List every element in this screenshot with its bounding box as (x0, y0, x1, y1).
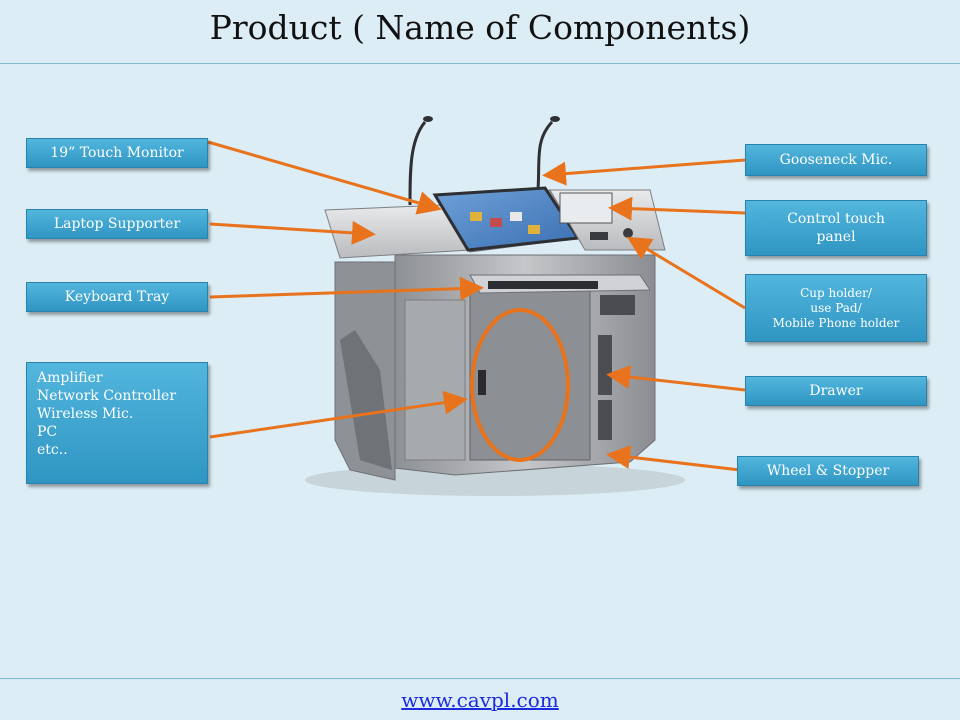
amp-line-2: Network Controller (37, 388, 177, 404)
label-cup-holder: Cup holder/ use Pad/ Mobile Phone holder (745, 274, 927, 342)
arrow-drawer (606, 365, 746, 392)
arrow-cup-holder (626, 236, 746, 310)
control-line-2: panel (816, 229, 856, 245)
cup-line-1: Cup holder/ (800, 285, 872, 300)
label-gooseneck-mic: Gooseneck Mic. (745, 144, 927, 176)
door-lock (478, 370, 486, 395)
mic-head-left (423, 116, 433, 122)
label-control-touch-panel: Control touch panel (745, 200, 927, 256)
label-drawer: Drawer (745, 376, 927, 406)
label-touch-monitor: 19” Touch Monitor (26, 138, 208, 168)
podium-side-panel (404, 299, 466, 461)
page-title: Product ( Name of Components) (209, 8, 751, 47)
screen-icons (470, 212, 540, 234)
podium-left-panel (340, 330, 392, 470)
gooseneck-mic-right (536, 120, 554, 191)
callout-arrows (207, 140, 746, 472)
vent-grill (598, 335, 612, 440)
gooseneck-mic-left (408, 121, 427, 206)
title-divider (0, 63, 960, 64)
amp-line-5: etc.. (37, 442, 68, 458)
amp-line-3: Wireless Mic. (37, 406, 134, 422)
amp-line-4: PC (37, 424, 58, 440)
footer-divider (0, 678, 960, 679)
keyboard-shape (488, 281, 598, 289)
podium-front-door (469, 289, 591, 461)
arrow-keyboard-tray (209, 276, 484, 301)
footer-url-link[interactable]: www.cavpl.com (401, 688, 559, 712)
arrow-laptop-supporter (209, 220, 376, 245)
arrow-wheel-stopper (606, 445, 741, 472)
mic-head-right (550, 116, 560, 122)
cup-line-2: use Pad/ (810, 300, 862, 315)
cup-line-3: Mobile Phone holder (772, 315, 900, 330)
arrow-touch-monitor (207, 140, 442, 215)
label-laptop-supporter: Laptop Supporter (26, 209, 208, 239)
arrow-amplifier (209, 390, 468, 439)
drawer-handle (600, 295, 635, 315)
control-touch-panel-screen (559, 192, 613, 224)
control-line-1: Control touch (787, 211, 885, 227)
label-keyboard-tray: Keyboard Tray (26, 282, 208, 312)
amp-line-1: Amplifier (37, 370, 103, 386)
arrow-control-panel (608, 196, 746, 221)
highlight-ellipse (470, 308, 570, 462)
podium-shadow (305, 464, 685, 496)
arrow-gooseneck-mic (542, 158, 746, 186)
label-wheel-stopper: Wheel & Stopper (737, 456, 919, 486)
control-buttons (590, 228, 633, 240)
label-amplifier-block: Amplifier Network Controller Wireless Mi… (26, 362, 208, 484)
